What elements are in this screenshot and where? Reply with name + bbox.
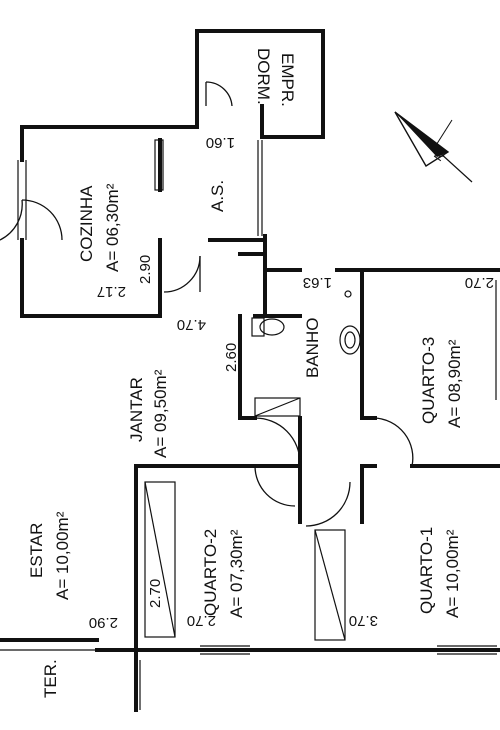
label-quarto3-name: QUARTO-3 bbox=[419, 337, 438, 424]
label-banho: BANHO bbox=[303, 318, 322, 378]
dim-as-width: 1.60 bbox=[206, 134, 235, 151]
dim-jantar-length: 4.70 bbox=[177, 316, 206, 333]
label-jantar-area: A= 09,50m² bbox=[151, 369, 170, 458]
label-estar-name: ESTAR bbox=[27, 523, 46, 578]
label-jantar-name: JANTAR bbox=[127, 377, 146, 442]
dimension-labels: 1.60 2.90 2.17 1.63 2.70 4.70 2.60 2.70 … bbox=[89, 134, 494, 631]
dim-cozinha-width: 2.90 bbox=[137, 255, 154, 284]
label-as: A.S. bbox=[208, 180, 227, 212]
dim-banho-width: 1.63 bbox=[303, 274, 332, 291]
dim-estar-width: 2.90 bbox=[89, 614, 118, 631]
label-ter: TER. bbox=[41, 659, 60, 698]
label-dorm-line1: DORM. bbox=[254, 48, 273, 105]
label-quarto1-name: QUARTO-1 bbox=[417, 527, 436, 614]
room-labels: DORM. EMPR. COZINHA A= 06,30m² A.S. BANH… bbox=[27, 48, 464, 698]
dim-quarto2-length: 2.70 bbox=[147, 579, 164, 608]
label-estar-area: A= 10,00m² bbox=[53, 511, 72, 600]
dim-cozinha-length: 2.17 bbox=[97, 283, 126, 300]
walls bbox=[0, 29, 500, 712]
label-quarto3-area: A= 08,90m² bbox=[445, 339, 464, 428]
north-arrow-icon: N bbox=[394, 111, 473, 183]
dim-quarto2-width: 2.70 bbox=[187, 612, 216, 629]
label-quarto2-name: QUARTO-2 bbox=[201, 529, 220, 616]
label-quarto2-area: A= 07,30m² bbox=[227, 529, 246, 618]
dim-quarto1-width: 3.70 bbox=[349, 612, 378, 629]
label-quarto1-area: A= 10,00m² bbox=[443, 529, 462, 618]
label-cozinha-area: A= 06,30m² bbox=[103, 183, 122, 272]
label-dorm-line2: EMPR. bbox=[278, 53, 297, 107]
label-cozinha-name: COZINHA bbox=[77, 185, 96, 262]
dim-banho-length: 2.60 bbox=[223, 343, 240, 372]
dim-quarto3-width: 2.70 bbox=[465, 274, 494, 291]
windows-and-fixtures bbox=[0, 139, 497, 710]
doors bbox=[0, 81, 414, 527]
